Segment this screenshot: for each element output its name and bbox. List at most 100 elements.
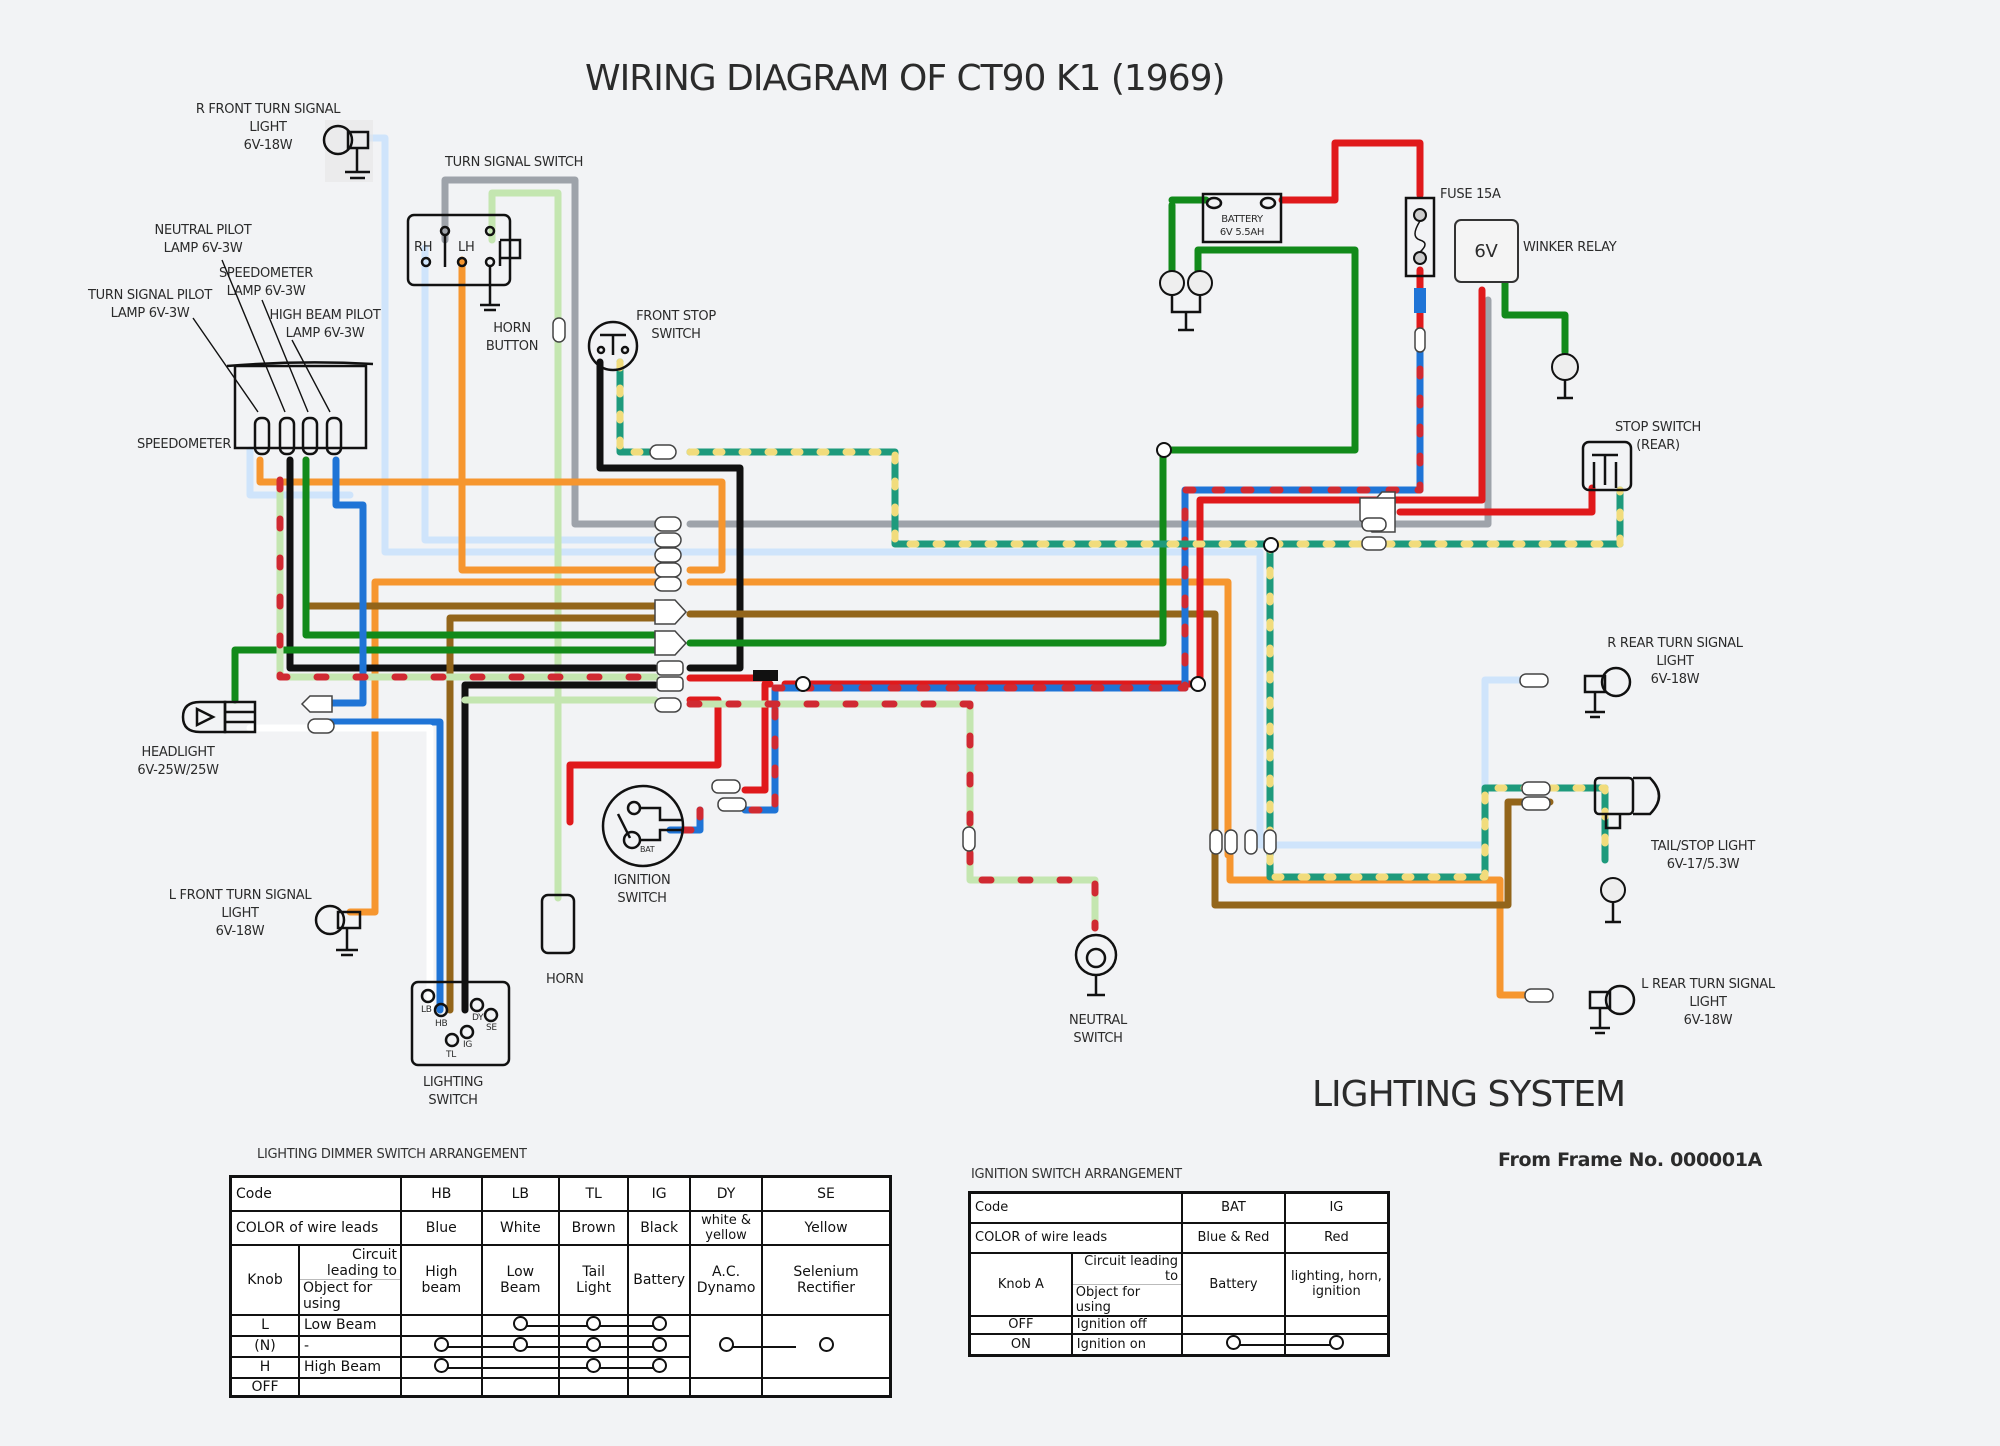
ignition-switch-table: Code BAT IG COLOR of wire leads Blue & R… <box>968 1191 1390 1357</box>
headlight-label-1: HEADLIGHT <box>141 745 214 760</box>
dimmer-contact-cell <box>480 1355 561 1379</box>
ignition-circuit-row: Knob A Circuit leading to Object for usi… <box>968 1251 1390 1317</box>
l-front-turn-label-3: 6V-18W <box>216 924 265 939</box>
winker-relay <box>1454 219 1579 400</box>
dimmer-contact-cell <box>761 1376 892 1397</box>
dimmer-circuit-cell: Battery <box>627 1243 692 1316</box>
r-rear-turn-label-3: 6V-18W <box>1651 672 1700 687</box>
dimmer-contact-cell <box>400 1313 483 1337</box>
tss-rh-label: RH <box>414 240 432 255</box>
dimmer-code-cell: TL <box>558 1175 630 1212</box>
ignition-color-row: COLOR of wire leads Blue & Red Red <box>968 1221 1390 1254</box>
ignition-contact-cell <box>1181 1332 1335 1356</box>
wire-gray <box>441 176 1492 528</box>
dimmer-color-cell: white & yellow <box>689 1209 764 1246</box>
ignition-circuit-cell: lighting, horn, ignition <box>1283 1251 1390 1317</box>
junction-dot <box>795 676 811 692</box>
headlight <box>181 700 257 734</box>
turn-signal-switch <box>406 213 522 312</box>
dimmer-color-cell: Yellow <box>761 1209 892 1246</box>
ignition-circuit-cell: Battery <box>1181 1251 1286 1317</box>
ignition-knob-cell: OFF <box>968 1314 1073 1335</box>
dimmer-object-cell: High Beam <box>298 1355 402 1379</box>
ignition-object-cell: Ignition on <box>1070 1332 1184 1356</box>
contact-dot <box>651 1315 667 1331</box>
ignition-switch-label-2: SWITCH <box>617 891 666 906</box>
neutral-pilot-label-2: LAMP 6V-3W <box>164 241 243 256</box>
contact-dot <box>586 1336 602 1352</box>
wire-green <box>231 196 1569 704</box>
dimmer-circuit-cell: A.C. Dynamo <box>689 1243 764 1316</box>
contact-dot <box>1328 1334 1344 1350</box>
l-rear-turn-label-3: 6V-18W <box>1684 1013 1733 1028</box>
ignition-color-cell: Red <box>1283 1221 1390 1254</box>
ls-tl-label: TL <box>445 1050 456 1060</box>
neutral-switch-label-2: SWITCH <box>1073 1031 1122 1046</box>
dimmer-color-cell: White <box>480 1209 561 1246</box>
contact-bridge <box>441 1346 520 1348</box>
ignition-bat-label: BAT <box>640 845 655 854</box>
contact-dot <box>433 1357 449 1373</box>
turn-pilot-label-2: LAMP 6V-3W <box>111 306 190 321</box>
dimmer-knob-cell: (N) <box>229 1334 300 1358</box>
dimmer-contact-cell <box>627 1355 692 1379</box>
dimmer-contact-cell <box>558 1334 661 1358</box>
ls-hb-label: HB <box>435 1019 447 1029</box>
high-beam-pilot-label-1: HIGH BEAM PILOT <box>269 308 380 323</box>
l-rear-turn-label-2: LIGHT <box>1689 995 1727 1010</box>
tail-stop-light <box>1593 776 1661 924</box>
ignition-table-caption: IGNITION SWITCH ARRANGEMENT <box>971 1167 1182 1182</box>
horn-button-label-2: BUTTON <box>486 339 538 354</box>
contact-dot <box>512 1315 528 1331</box>
right-connector-block <box>300 317 1554 1003</box>
wire-blue <box>316 456 444 1014</box>
wire-teal-yellow-stripe <box>616 358 1624 881</box>
tss-lh-label: LH <box>458 240 474 255</box>
battery-label-2: 6V 5.5AH <box>1220 227 1264 238</box>
high-beam-pilot-label-2: LAMP 6V-3W <box>286 326 365 341</box>
ignition-object-label: Object for using <box>1075 1284 1141 1315</box>
wire-teal-yellow <box>616 358 1624 881</box>
dimmer-circuit-label: Circuit leading to <box>300 1247 400 1280</box>
dimmer-contact-cell <box>480 1334 596 1358</box>
pilot-leader-lines <box>192 259 331 413</box>
ignition-color-label: COLOR of wire leads <box>968 1221 1184 1254</box>
ignition-contact-cell <box>1283 1332 1390 1356</box>
neutral-switch-label-1: NEUTRAL <box>1069 1013 1128 1028</box>
dimmer-circuit-cell: Low Beam <box>480 1243 561 1316</box>
fuse-label: FUSE 15A <box>1440 187 1501 202</box>
ls-dy-label: DY <box>472 1013 484 1023</box>
dimmer-contact-cell <box>400 1376 483 1397</box>
front-stop-label-2: SWITCH <box>651 327 700 342</box>
r-front-turn-label-1: R FRONT TURN SIGNAL <box>196 102 341 117</box>
ls-lb-label: LB <box>421 1005 432 1015</box>
dimmer-object-label: Object for using <box>303 1280 373 1312</box>
dimmer-knob-cell: L <box>229 1313 300 1337</box>
dimmer-table-caption: LIGHTING DIMMER SWITCH ARRANGEMENT <box>257 1147 527 1162</box>
l-front-turn-label-1: L FRONT TURN SIGNAL <box>169 888 313 903</box>
contact-dot <box>1225 1334 1241 1350</box>
contact-dot <box>651 1357 667 1373</box>
dimmer-dy-contact-cell <box>689 1313 797 1379</box>
dimmer-position-row: OFF <box>229 1376 892 1397</box>
dimmer-contact-cell <box>627 1334 692 1358</box>
central-connector-block <box>649 444 688 713</box>
dimmer-contact-cell <box>400 1355 599 1379</box>
wire-orange-2 <box>346 578 1529 999</box>
tail-stop-label-2: 6V-17/5.3W <box>1667 857 1740 872</box>
contact-dot <box>818 1336 834 1352</box>
dimmer-color-cell: Blue <box>400 1209 483 1246</box>
ignition-object-cell: Ignition off <box>1070 1314 1184 1335</box>
wires <box>231 134 1624 1014</box>
dimmer-contact-cell <box>400 1334 520 1358</box>
dimmer-object-cell <box>298 1376 402 1397</box>
contact-bridge <box>726 1346 797 1348</box>
dimmer-header-split: Circuit leading to Object for using <box>298 1243 402 1316</box>
wire-white <box>246 724 434 1014</box>
contact-bridge <box>593 1367 661 1369</box>
l-rear-turn-label-1: L REAR TURN SIGNAL <box>1641 977 1776 992</box>
stop-switch-rear <box>1581 440 1633 492</box>
